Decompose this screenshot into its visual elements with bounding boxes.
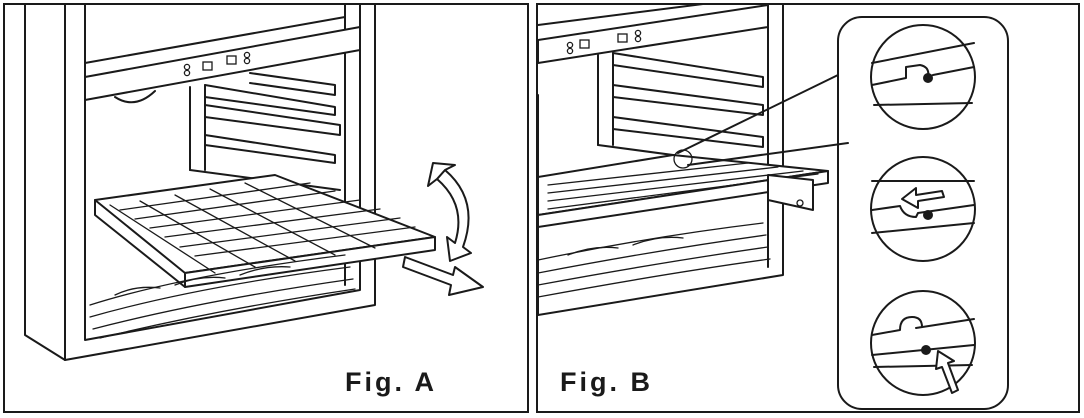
lifted-shelf (538, 154, 829, 228)
pull-out-shelf (94, 174, 436, 288)
lift-arrow (427, 162, 472, 262)
detail-step-3 (870, 290, 976, 396)
shelf-rails (204, 72, 341, 164)
cabinet-body (538, 5, 784, 316)
bottom-shelf (538, 222, 771, 298)
control-icons (566, 29, 642, 55)
pull-out-arrow (402, 256, 484, 296)
figure-b-panel: Fig. B (536, 3, 1080, 413)
control-icons (183, 51, 251, 77)
figure-b-label: Fig. B (560, 367, 653, 397)
figure-a-label: Fig. A (345, 367, 437, 397)
control-panel-strip (538, 5, 769, 64)
bottom-shelf (89, 254, 356, 339)
interior-back-wall (189, 84, 341, 191)
control-panel-strip (84, 16, 361, 104)
detail-step-2 (870, 156, 976, 262)
slide-rail (767, 174, 814, 211)
callout-lines (673, 74, 849, 169)
detail-step-1 (870, 24, 976, 130)
figure-a-illustration (24, 5, 484, 361)
slide-left-arrow (901, 187, 945, 209)
detail-callout-frame (837, 16, 1009, 410)
figure-a-panel: Fig. A (3, 3, 529, 413)
lift-up-arrow (935, 350, 959, 394)
figure-b-illustration (538, 5, 1009, 410)
